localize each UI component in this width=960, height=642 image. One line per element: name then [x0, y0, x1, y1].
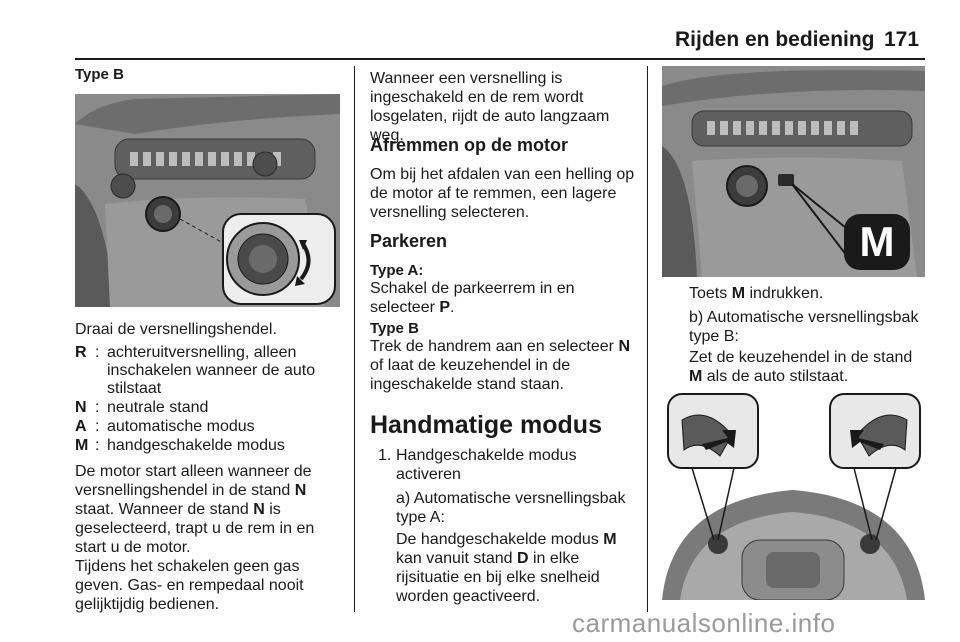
gear-knob-illustration — [75, 94, 340, 307]
manual-button-illustration: M — [662, 66, 925, 277]
text-run: De handgeschakelde modus — [396, 531, 604, 548]
gear-letter: N — [618, 338, 630, 355]
text-run: kan vanuit stand — [396, 550, 517, 567]
step-text: Handgeschakelde modus activeren — [396, 447, 577, 483]
type-b-parking-paragraph: Trek de handrem aan en selecteer N of la… — [370, 337, 636, 394]
text-run: als de auto stilstaat. — [702, 368, 849, 385]
legend-desc: neutrale stand — [107, 399, 209, 416]
legend-colon: : — [95, 344, 100, 361]
text-run: staat. Wanneer de stand — [75, 501, 254, 518]
legend-key: R — [75, 344, 87, 361]
gear-letter: M — [603, 531, 617, 548]
text-run: Trek de handrem aan en selecteer — [370, 338, 619, 355]
column-divider-2 — [647, 66, 648, 612]
legend-colon: : — [95, 399, 100, 416]
legend-key: M — [75, 437, 89, 454]
callout-letter: M — [860, 218, 895, 265]
press-button-text: Toets M indrukken. — [689, 284, 925, 303]
type-a-paragraph: Schakel de parkeerrem in en selecteer P. — [370, 279, 632, 317]
gear-legend: R : achteruitversnelling, alleen inschak… — [75, 344, 345, 456]
text-run: in elke rijsituatie en bij elke snelheid… — [396, 550, 600, 605]
header-rule — [75, 58, 925, 60]
engine-braking-paragraph: Om bij het afdalen van een helling op de… — [370, 166, 635, 221]
legend-row: N : neutrale stand — [75, 399, 345, 417]
type-a-manual-paragraph: De handgeschakelde modus M kan vanuit st… — [396, 530, 640, 606]
creep-paragraph: Wanneer een versnelling is ingeschakeld … — [370, 70, 610, 144]
page-number: 171 — [884, 28, 920, 51]
legend-desc: achteruitversnelling, alleen inschakelen… — [107, 344, 316, 397]
text-run: indrukken. — [745, 285, 824, 302]
gear-knob-figure — [75, 94, 340, 307]
engine-start-paragraph: De motor start alleen wanneer de versnel… — [75, 462, 347, 557]
text-run: of laat de keuzehendel in de ingeschakel… — [370, 357, 571, 393]
manual-mode-heading: Handmatige modus — [370, 411, 602, 439]
text-run: De motor start alleen wanneer de versnel… — [75, 463, 312, 499]
text-run: Zet de keuzehendel in de stand — [689, 349, 913, 366]
text-run: . — [450, 299, 455, 316]
warning-paragraph: Tijdens het schakelen geen gas geven. Ga… — [75, 558, 304, 613]
gear-letter: P — [439, 299, 451, 316]
type-a-manual-heading: a) Automatische versnellingsbak type A: — [396, 490, 626, 526]
legend-row: R : achteruitversnelling, alleen inschak… — [75, 344, 345, 398]
gear-letter: D — [516, 550, 529, 567]
column-divider-1 — [354, 66, 355, 612]
manual-button-figure: M — [662, 66, 925, 277]
gear-letter: M — [689, 368, 703, 385]
intro-text: Draai de versnellingshendel. — [75, 321, 277, 338]
legend-row: A : automatische modus — [75, 418, 345, 436]
section-title: Rijden en bediening — [675, 28, 875, 51]
legend-desc: automatische modus — [107, 418, 255, 435]
step-number: 1. — [378, 447, 392, 464]
engine-braking-heading: Afremmen op de motor — [370, 135, 569, 155]
gear-letter: M — [731, 285, 746, 302]
text-run: Toets — [689, 285, 732, 302]
type-b-manual-paragraph: Zet de keuzehendel in de stand M als de … — [689, 348, 925, 386]
gear-letter: N — [294, 482, 307, 499]
watermark-text: carmanualsonline.info — [572, 608, 836, 638]
legend-desc: handgeschakelde modus — [107, 437, 285, 454]
legend-row: M : handgeschakelde modus — [75, 437, 345, 455]
steering-wheel-figure — [662, 390, 925, 600]
parking-heading: Parkeren — [370, 231, 448, 251]
type-b-manual-heading: b) Automatische versnellingsbak type B: — [689, 309, 919, 345]
gear-letter: N — [253, 501, 265, 518]
steering-wheel-illustration — [662, 390, 925, 600]
type-b-heading: Type B — [75, 66, 124, 83]
legend-key: A — [75, 418, 87, 435]
text-run: is geselecteerd, trapt u de rem in en st… — [75, 501, 315, 556]
legend-key: N — [75, 399, 87, 416]
legend-colon: : — [95, 418, 100, 435]
legend-colon: : — [95, 437, 100, 454]
text-run: Schakel de parkeerrem in en selecteer — [370, 280, 575, 316]
type-b-parking-heading: Type B — [370, 320, 419, 337]
type-a-heading: Type A: — [370, 262, 424, 279]
